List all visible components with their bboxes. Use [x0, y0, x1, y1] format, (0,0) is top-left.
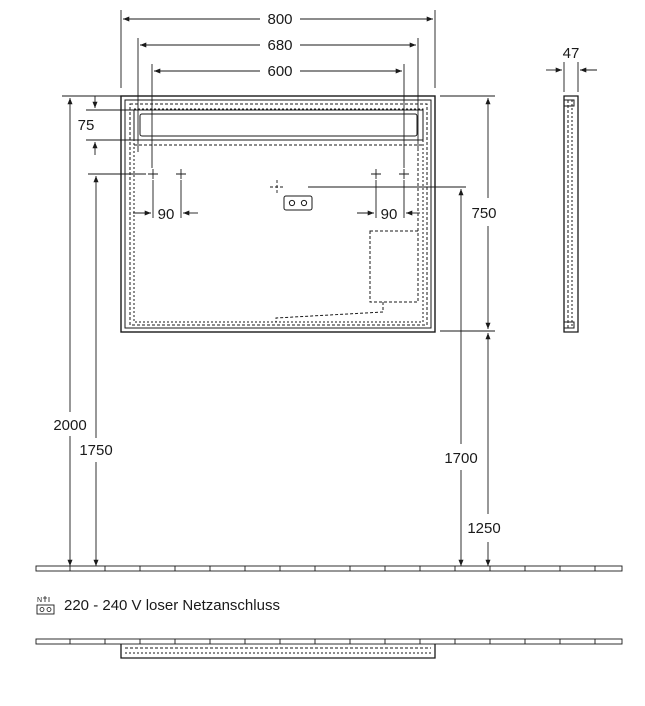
dim-height-holes: 1750: [79, 442, 112, 459]
mounting-hole-marks: [148, 169, 409, 194]
mirror-side-view: [563, 95, 579, 333]
dim-width-inner: 680: [267, 37, 292, 54]
dim-hole-offset-left: 90: [158, 206, 175, 223]
dimension-labels: 800 680 600 47 75 90 90 750 2000 1750 17…: [53, 11, 579, 537]
dim-height-mirror: 750: [471, 205, 496, 222]
floor-tiles: [35, 565, 623, 572]
dim-width-total: 800: [267, 11, 292, 28]
svg-text:N: N: [37, 597, 42, 604]
power-connection-note: N 220 - 240 V loser Netzanschluss: [36, 594, 280, 616]
dim-height-socket: 1700: [444, 450, 477, 467]
top-view: [35, 638, 623, 659]
dim-height-bottom-edge: 1250: [467, 520, 500, 537]
horizontal-dimensions: [120, 10, 597, 218]
dim-frame-top: 75: [78, 117, 95, 134]
vertical-dimensions: [62, 95, 495, 566]
mirror-front-view: [120, 95, 436, 333]
dim-width-holes: 600: [267, 63, 292, 80]
dim-depth: 47: [563, 45, 580, 62]
plug-connection-icon: N: [36, 596, 55, 615]
dim-hole-offset-right: 90: [381, 206, 398, 223]
power-connection-text: 220 - 240 V loser Netzanschluss: [64, 596, 280, 614]
dim-height-top-edge: 2000: [53, 417, 86, 434]
